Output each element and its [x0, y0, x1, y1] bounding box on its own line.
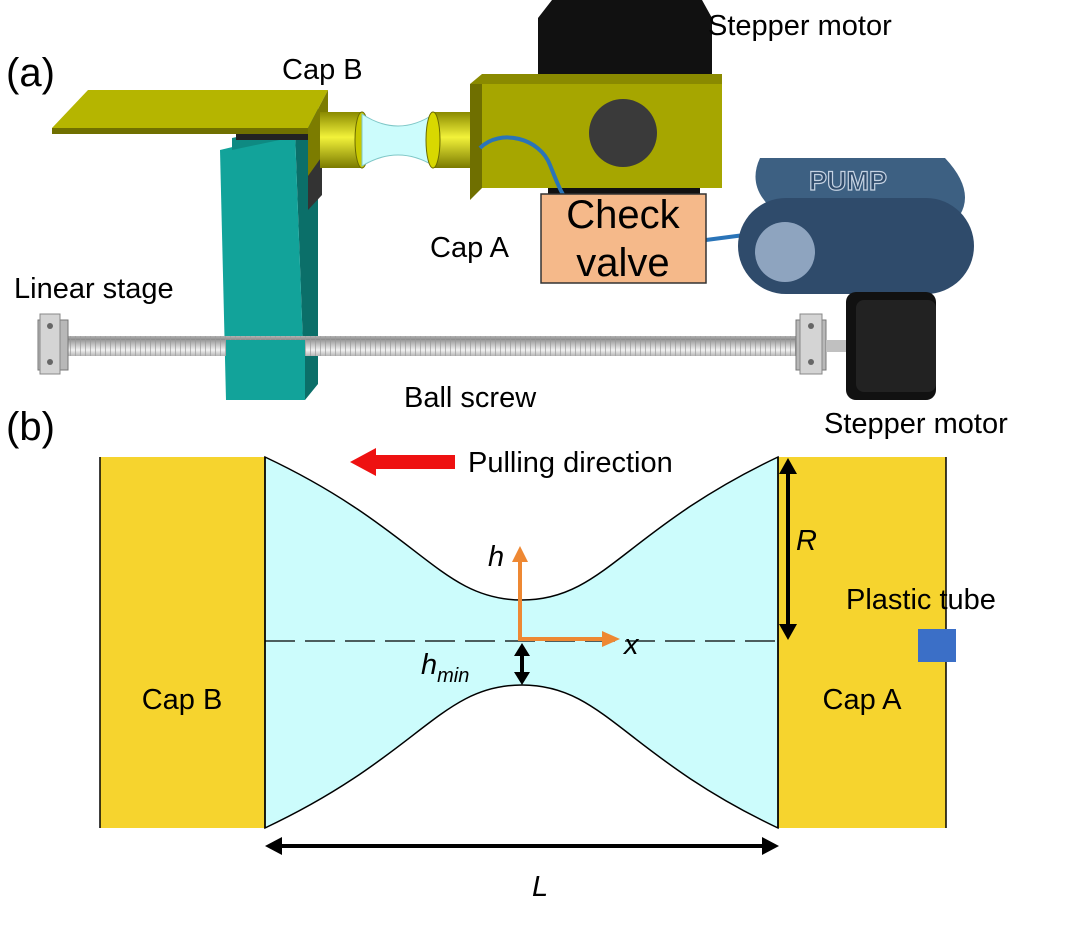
panel-b: (b) Cap B Cap A Pulling direction h x — [6, 405, 996, 903]
axis-h-label: h — [488, 541, 504, 573]
check-valve-box — [540, 193, 707, 284]
plastic-tube — [918, 629, 956, 662]
cap-a-label-b: Cap A — [823, 684, 903, 716]
panel-a-tag: (a) — [6, 51, 55, 95]
liquid-bridge-small — [361, 113, 435, 167]
cap-a-label-a: Cap A — [430, 232, 510, 264]
check-valve-label-line2: valve — [576, 241, 669, 285]
plastic-tube-label: Plastic tube — [846, 584, 996, 616]
pulling-direction-label: Pulling direction — [468, 447, 673, 479]
axis-h — [512, 546, 528, 641]
pump-label: PUMP — [809, 166, 887, 196]
bearing-block-left — [37, 313, 69, 375]
length-label: L — [532, 871, 548, 903]
panel-b-tag: (b) — [6, 405, 55, 449]
pump: PUMP — [738, 158, 974, 294]
ball-screw-label: Ball screw — [404, 382, 537, 414]
h-min-label: hmin — [421, 649, 469, 687]
liquid-bridge-profile — [264, 455, 779, 830]
radius-label: R — [796, 525, 817, 557]
check-valve-label-line1: Check — [566, 193, 680, 237]
bearing-block-right — [795, 313, 850, 375]
linear-stage-label: Linear stage — [14, 273, 174, 305]
axis-x — [520, 631, 620, 647]
panel-a: (a) Stepper motor Cap B — [6, 0, 1008, 440]
teal-carriage — [226, 340, 305, 400]
pulling-direction-arrow — [350, 448, 455, 476]
cap-a-cylinder — [425, 111, 474, 169]
r-arrow — [779, 458, 797, 640]
ball-screw — [68, 336, 798, 356]
h-min-sub: min — [437, 665, 469, 687]
cap-b-plate — [52, 90, 328, 176]
axis-x-label: x — [622, 629, 640, 661]
stepper-motor-bottom-label: Stepper motor — [824, 408, 1008, 440]
stepper-motor-bottom — [846, 292, 936, 400]
l-arrow — [265, 837, 779, 855]
h-min-arrow — [514, 643, 530, 685]
stepper-motor-top-label: Stepper motor — [708, 10, 892, 42]
cap-b-label-a: Cap B — [282, 54, 363, 86]
tubing-cap-to-valve — [478, 135, 566, 198]
cap-b-block — [100, 457, 265, 828]
cap-b-label-b: Cap B — [142, 684, 223, 716]
cap-a-plate — [470, 74, 722, 200]
h-min-base: h — [421, 649, 437, 681]
